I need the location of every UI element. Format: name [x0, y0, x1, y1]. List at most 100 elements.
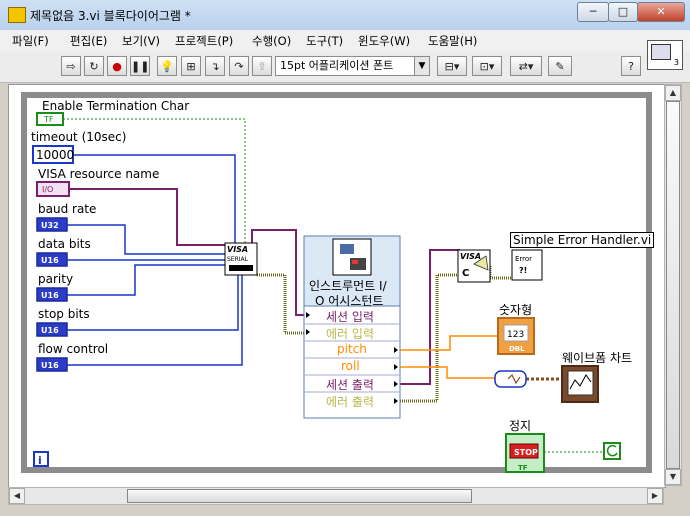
scroll-right-icon[interactable]: ▶: [647, 488, 663, 504]
clean-up-diagram-icon[interactable]: ✎: [548, 56, 572, 76]
numeric-icon-text: 123: [507, 330, 524, 340]
flow-control-label: flow control: [38, 342, 109, 356]
vertical-scroll-thumb[interactable]: [666, 101, 680, 469]
io-assistant-title-2: O 어시스턴트: [315, 294, 384, 308]
menu-tools[interactable]: 도구(T): [306, 34, 344, 48]
scroll-up-icon[interactable]: ▲: [665, 85, 681, 101]
wire-roll: [400, 366, 496, 379]
input-arrow-icon: [306, 312, 310, 318]
stop-bits-type: U16: [41, 326, 59, 335]
wire-error-in: [257, 273, 305, 335]
output-arrow-icon: [394, 364, 398, 370]
chevron-down-icon: ▼: [414, 57, 429, 75]
wire-session-out: [400, 249, 460, 385]
numeric-label: 숫자형: [499, 303, 533, 317]
timeout-value: 10000: [36, 148, 74, 162]
wire-error-to-handler: [488, 266, 512, 280]
loop-condition-terminal[interactable]: [603, 442, 621, 460]
menu-project[interactable]: 프로젝트(P): [175, 34, 234, 48]
flow-control-control[interactable]: U16: [36, 357, 68, 372]
numeric-indicator[interactable]: 123 DBL: [497, 317, 535, 355]
run-arrow-icon[interactable]: ⇨: [61, 56, 81, 76]
timeout-label: timeout (10sec): [31, 130, 127, 144]
flow-control-type: U16: [41, 361, 59, 370]
vi-icon-connector-pane[interactable]: 3: [647, 40, 683, 70]
wire-error-out: [400, 273, 460, 403]
enable-term-control[interactable]: [36, 112, 64, 126]
stop-type: TF: [518, 464, 528, 472]
menu-file[interactable]: 파일(F): [12, 34, 49, 48]
io-item-session-in[interactable]: 세션 입력: [326, 310, 374, 324]
title-bar: 제목없음 3.vi 블록다이어그램 * ─ □ ✕: [0, 0, 690, 31]
align-objects-icon[interactable]: ⊟▾: [437, 56, 467, 76]
toolbar: ⇨ ↻ ● ❚❚ 💡 ⊞ ↴ ↷ ⇧ 15pt 어플리케이션 폰트 ▼ ⊟▾ ⊡…: [0, 52, 690, 83]
data-bits-type: U16: [41, 256, 59, 265]
computer-icon: [340, 244, 354, 254]
run-continuously-icon[interactable]: ↻: [84, 56, 104, 76]
stop-bits-control[interactable]: U16: [36, 322, 68, 337]
scroll-down-icon[interactable]: ▼: [665, 469, 681, 485]
data-bits-control[interactable]: U16: [36, 252, 68, 267]
io-item-error-out[interactable]: 에러 출력: [326, 395, 374, 409]
parity-label: parity: [38, 272, 74, 286]
visa-serial-line2: SERIAL: [227, 256, 249, 263]
visa-serial-line1: VISA: [227, 245, 248, 254]
retain-wire-values-icon[interactable]: ⊞: [181, 56, 201, 76]
font-select-value: 15pt 어플리케이션 폰트: [280, 59, 394, 72]
serial-connector-icon: [229, 265, 253, 271]
menu-bar: 파일(F) 편집(E) 보기(V) 프로젝트(P) 수행(O) 도구(T) 윈도…: [0, 30, 690, 52]
error-icon-text: Error: [515, 255, 532, 263]
build-waveform-node[interactable]: [494, 370, 527, 388]
close-button[interactable]: ✕: [637, 2, 685, 22]
timeout-control[interactable]: [32, 145, 74, 164]
waveform-chart-label: 웨이브폼 차트: [562, 351, 633, 365]
reorder-icon[interactable]: ⇄▾: [510, 56, 542, 76]
wire-enable-term: [51, 118, 246, 246]
io-item-pitch[interactable]: pitch: [337, 342, 367, 356]
stop-icon-text: STOP: [514, 448, 538, 457]
step-into-icon[interactable]: ↴: [205, 56, 225, 76]
io-item-session-out[interactable]: 세션 출력: [326, 378, 374, 392]
highlight-execution-icon[interactable]: 💡: [157, 56, 177, 76]
menu-operate[interactable]: 수행(O): [252, 34, 292, 48]
context-help-icon[interactable]: ?: [621, 56, 641, 76]
scroll-left-icon[interactable]: ◀: [9, 488, 25, 504]
baud-rate-control[interactable]: U32: [36, 217, 68, 232]
parity-control[interactable]: U16: [36, 287, 68, 302]
visa-close-node[interactable]: VISA C: [457, 249, 491, 283]
abort-icon[interactable]: ●: [107, 56, 127, 76]
visa-close-line1: VISA: [460, 252, 481, 261]
baud-rate-type: U32: [41, 221, 59, 230]
font-select[interactable]: 15pt 어플리케이션 폰트 ▼: [275, 56, 430, 76]
wire-stop-bits: [67, 273, 239, 331]
menu-view[interactable]: 보기(V): [122, 34, 160, 48]
visa-resource-label: VISA resource name: [38, 167, 160, 181]
wire-parity: [67, 264, 225, 296]
visa-configure-serial-node[interactable]: VISA SERIAL: [224, 242, 258, 276]
visa-resource-control[interactable]: [36, 181, 70, 197]
stop-button-terminal[interactable]: STOP TF: [505, 433, 545, 473]
instrument-io-assistant-node[interactable]: [303, 235, 401, 419]
vertical-scrollbar[interactable]: ▲ ▼: [664, 84, 682, 486]
waveform-chart-indicator[interactable]: [561, 365, 599, 403]
horizontal-scroll-thumb[interactable]: [127, 489, 472, 503]
output-arrow-icon: [394, 398, 398, 404]
pause-icon[interactable]: ❚❚: [130, 56, 150, 76]
while-loop-frame[interactable]: [21, 92, 652, 473]
step-out-icon[interactable]: ⇧: [252, 56, 272, 76]
io-item-error-in[interactable]: 에러 입력: [326, 327, 374, 341]
io-item-roll[interactable]: roll: [341, 359, 360, 373]
menu-edit[interactable]: 편집(E): [70, 34, 108, 48]
menu-window[interactable]: 윈도우(W): [358, 34, 411, 48]
error-handler-label: Simple Error Handler.vi: [510, 232, 655, 248]
window-title: 제목없음 3.vi 블록다이어그램 *: [30, 9, 191, 23]
horizontal-scrollbar[interactable]: ◀ ▶: [8, 487, 664, 505]
menu-help[interactable]: 도움말(H): [428, 34, 478, 48]
simple-error-handler-node[interactable]: Error ?!: [511, 249, 543, 281]
step-over-icon[interactable]: ↷: [229, 56, 249, 76]
wire-pitch: [400, 335, 498, 351]
waveform-icon: [507, 373, 521, 385]
close-plug-icon: [473, 255, 489, 271]
distribute-objects-icon[interactable]: ⊡▾: [472, 56, 502, 76]
